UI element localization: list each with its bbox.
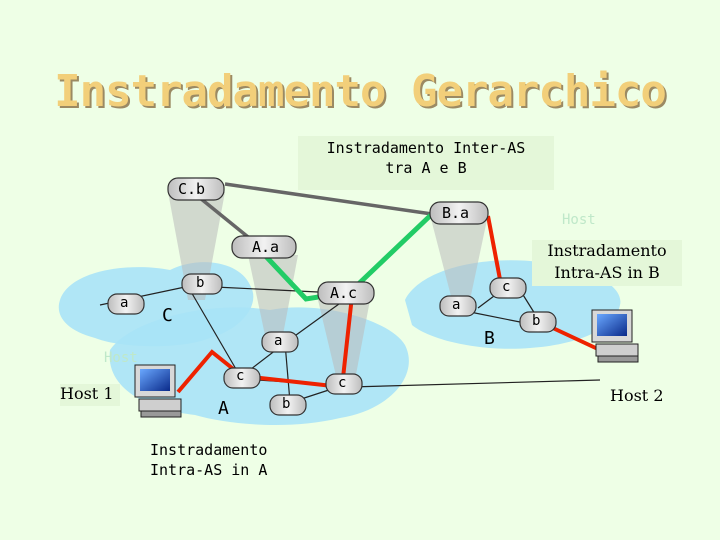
router-label-c-b: b — [196, 275, 205, 291]
router-label-a-d: c — [338, 375, 347, 391]
router-label-b-c: c — [502, 279, 511, 295]
as-label-b: B — [484, 328, 495, 349]
host-2-label: Host 2 — [610, 386, 664, 405]
router-label-c-a: a — [120, 295, 129, 311]
intra-a-annotation: Instradamento Intra-AS in A — [150, 441, 268, 479]
router-label-b-b: b — [532, 313, 541, 329]
computer-icon — [591, 309, 639, 363]
router-label-a-c: c — [236, 368, 245, 384]
router-label-b-a: a — [452, 297, 461, 313]
router-label-ac: A.c — [330, 284, 358, 302]
host-1-label: Host 1 — [60, 384, 120, 406]
router-label-a-b: b — [282, 396, 291, 412]
host-faint-label-2: Host — [562, 212, 596, 228]
router-label-aa: A.a — [252, 238, 280, 256]
host-faint-label-1: Host — [104, 350, 138, 366]
page-title: Instradamento Gerarchico — [54, 66, 667, 117]
router-label-a-a: a — [274, 333, 283, 349]
as-label-a: A — [218, 398, 229, 419]
router-icons — [107, 177, 557, 416]
router-label-cb: C.b — [178, 180, 206, 198]
router-label-ba: B.a — [442, 204, 470, 222]
intra-b-annotation: Instradamento Intra-AS in B — [532, 240, 682, 286]
computer-icon — [134, 364, 182, 418]
as-label-c: C — [162, 305, 173, 326]
inter-as-annotation: Instradamento Inter-AS tra A e B — [298, 136, 554, 190]
